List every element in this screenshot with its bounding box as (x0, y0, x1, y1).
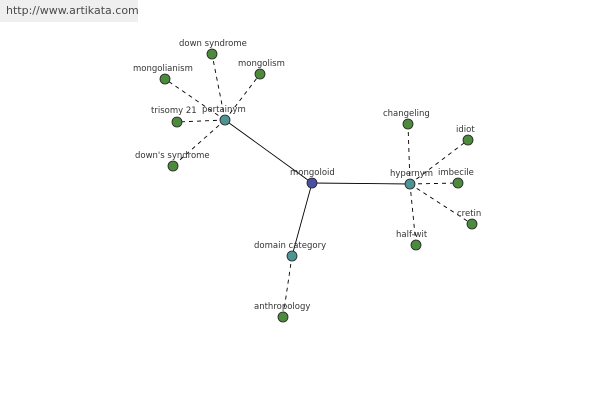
node-cretin[interactable] (466, 218, 478, 230)
node-label-anthropology[interactable]: anthropology (254, 302, 310, 312)
edge-pertainym-mongolism (224, 73, 261, 121)
node-mongoloid[interactable] (306, 177, 318, 189)
nodes-layer (159, 48, 478, 323)
node-label-pertainym[interactable]: pertainym (202, 105, 246, 115)
node-half-wit[interactable] (410, 239, 422, 251)
node-hypernym[interactable] (404, 178, 416, 190)
node-label-mongolism[interactable]: mongolism (238, 59, 285, 69)
url-banner: http://www.artikata.com (0, 0, 139, 22)
node-anthropology[interactable] (277, 311, 289, 323)
node-label-changeling[interactable]: changeling (383, 109, 430, 119)
node-label-imbecile[interactable]: imbecile (438, 168, 474, 178)
node-label-idiot[interactable]: idiot (456, 125, 475, 135)
edge-domain-category-anthropology (282, 255, 293, 318)
url-link[interactable]: http://www.artikata.com (6, 4, 139, 17)
edge-pertainym-downs-syndrome (172, 119, 226, 167)
node-pertainym[interactable] (219, 114, 231, 126)
node-label-domain-category[interactable]: domain category (254, 241, 326, 251)
node-trisomy-21[interactable] (171, 116, 183, 128)
edge-hypernym-imbecile (409, 182, 459, 185)
node-label-mongoloid[interactable]: mongoloid (290, 168, 335, 178)
node-label-half-wit[interactable]: half-wit (396, 230, 428, 240)
node-label-cretin[interactable]: cretin (457, 209, 481, 219)
node-mongolism[interactable] (254, 68, 266, 80)
edge-mongoloid-hypernym (311, 182, 411, 185)
node-domain-category[interactable] (286, 250, 298, 262)
node-mongolianism[interactable] (159, 73, 171, 85)
node-label-down-syndrome[interactable]: down syndrome (179, 39, 247, 49)
node-label-hypernym[interactable]: hypernym (390, 169, 433, 179)
edge-pertainym-down-syndrome (211, 53, 226, 121)
node-downs-syndrome[interactable] (167, 160, 179, 172)
edges-layer (164, 53, 473, 318)
edge-mongoloid-domain-category (291, 182, 313, 257)
node-label-trisomy-21[interactable]: trisomy 21 (151, 106, 197, 116)
node-idiot[interactable] (462, 134, 474, 146)
labels-layer: mongoloid pertainym hypernym domain categor… (133, 39, 481, 312)
node-down-syndrome[interactable] (206, 48, 218, 60)
node-imbecile[interactable] (452, 177, 464, 189)
node-label-mongolianism[interactable]: mongolianism (133, 64, 193, 74)
edge-pertainym-trisomy-21 (176, 119, 226, 123)
edge-mongoloid-pertainym (224, 119, 313, 184)
node-changeling[interactable] (402, 118, 414, 130)
node-label-downs-syndrome[interactable]: down's syndrome (135, 151, 210, 161)
edge-hypernym-changeling (407, 123, 411, 185)
edge-hypernym-half-wit (409, 183, 417, 246)
